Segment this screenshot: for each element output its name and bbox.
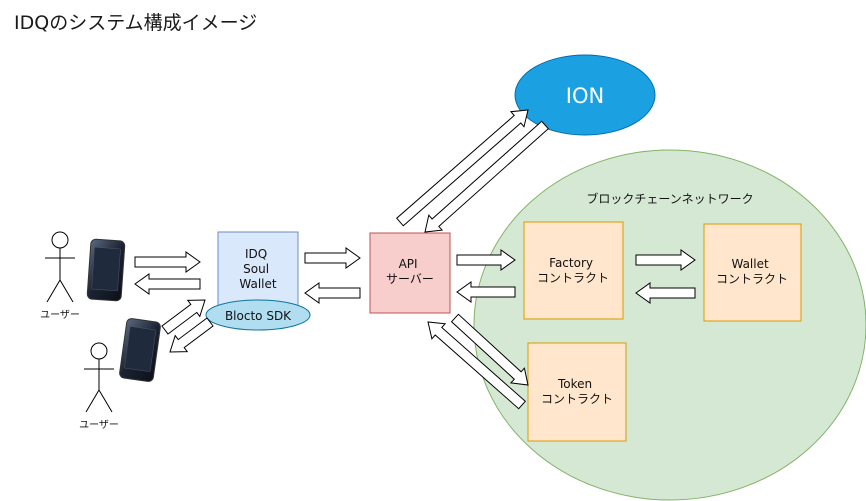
user-icon — [84, 342, 114, 413]
wallet-contract-box — [703, 223, 802, 322]
arrow-sdk-to-phone2 — [169, 317, 214, 353]
connection-arrows — [134, 109, 696, 410]
wallet-app-line-3: Wallet — [239, 277, 277, 291]
api-line-2: サーバー — [386, 272, 434, 286]
api-line-1: API — [399, 257, 418, 271]
wallet-contract-label: Wallet コントラクト — [716, 257, 788, 286]
wallet-app-line-1: IDQ — [245, 247, 267, 261]
wallet-app-line-2: Soul — [243, 262, 269, 276]
blocto-sdk-node — [205, 299, 311, 331]
api-server-label: API サーバー — [386, 257, 434, 286]
user-label-2: ユーザー — [79, 419, 119, 431]
blockchain-network-label: ブロックチェーンネットワーク — [586, 191, 753, 206]
token-contract-box — [527, 342, 627, 442]
token-line-1: Token — [557, 377, 592, 391]
idq-soul-wallet-label: IDQ Soul Wallet — [239, 247, 277, 291]
token-contract-label: Token コントラクト — [541, 377, 613, 406]
ion-node — [514, 54, 656, 136]
factory-line-1: Factory — [549, 256, 593, 270]
arrow-api-to-ion — [395, 109, 529, 227]
blocto-sdk-label: Blocto SDK — [225, 309, 292, 323]
arrow-phone-to-wallet — [134, 251, 201, 273]
arrow-token-to-api — [427, 321, 527, 410]
diagram-title: IDQのシステム構成イメージ — [14, 12, 258, 34]
arrow-ion-to-api — [424, 120, 550, 233]
arrow-factory-to-api — [456, 281, 516, 303]
arrow-wallet-to-phone — [134, 273, 201, 295]
arrow-factory-to-wallet-contract — [635, 249, 696, 271]
user-label-1: ユーザー — [40, 309, 80, 321]
arrow-phone2-to-sdk — [161, 299, 206, 335]
factory-contract-label: Factory コントラクト — [537, 256, 609, 285]
token-line-2: コントラクト — [541, 392, 613, 406]
factory-line-2: コントラクト — [537, 271, 609, 285]
smartphone-icon — [86, 238, 126, 302]
user-icon — [45, 231, 75, 303]
wallet-contract-line-2: コントラクト — [716, 272, 788, 286]
arrow-wallet-contract-to-factory — [635, 282, 696, 304]
wallet-contract-line-1: Wallet — [731, 257, 769, 271]
smartphone-icon — [119, 318, 161, 382]
arrow-api-to-token — [450, 313, 529, 386]
arrow-wallet-to-api — [304, 247, 361, 269]
ion-label: ION — [566, 84, 604, 108]
arrow-api-to-factory — [456, 249, 516, 271]
api-server-box — [369, 232, 451, 314]
factory-contract-box — [523, 221, 624, 320]
arrow-api-to-wallet — [304, 282, 361, 304]
